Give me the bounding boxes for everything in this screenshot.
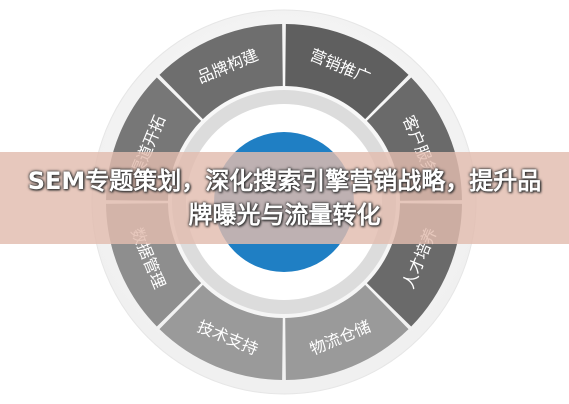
title-banner: SEM专题策划，深化搜索引擎营销战略，提升品牌曝光与流量转化 <box>0 152 569 244</box>
wheel-segment <box>285 284 409 380</box>
wheel-segment <box>159 284 283 380</box>
banner-title: SEM专题策划，深化搜索引擎营销战略，提升品牌曝光与流量转化 <box>27 167 542 229</box>
wheel-segment <box>285 24 409 120</box>
wheel-segment <box>159 24 283 120</box>
